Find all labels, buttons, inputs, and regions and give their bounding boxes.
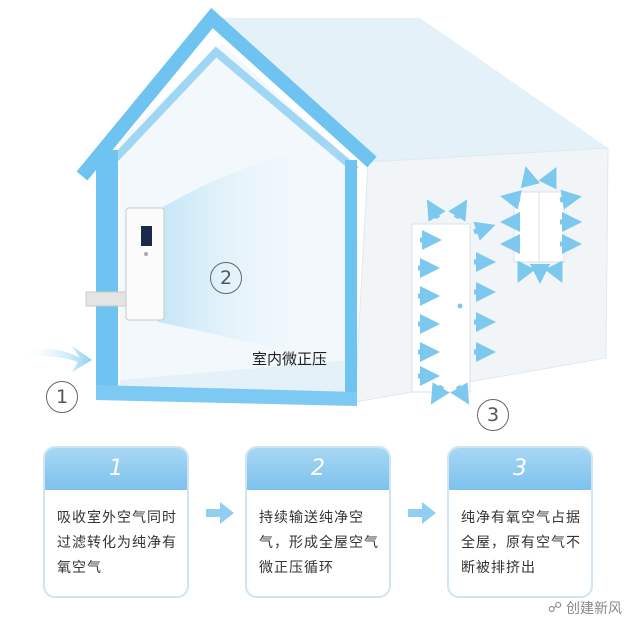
step-arrow-icon bbox=[206, 502, 234, 524]
left-wall bbox=[96, 150, 118, 400]
step-card-2: 2 持续输送纯净空气，形成全屋空气微正压循环 bbox=[245, 446, 391, 598]
airflow-cone bbox=[158, 145, 345, 360]
indoor-pressure-label: 室内微正压 bbox=[252, 350, 328, 368]
circle-label-2: 2 bbox=[210, 262, 242, 294]
step-text: 持续输送纯净空气，形成全屋空气微正压循环 bbox=[259, 510, 379, 576]
gable-frame bbox=[76, 7, 377, 181]
gable-inner bbox=[109, 46, 359, 174]
step-number: 1 bbox=[45, 448, 187, 490]
front-right-wall bbox=[345, 160, 357, 405]
step-text: 纯净有氧空气占据全屋，原有空气不断被排挤出 bbox=[461, 510, 581, 576]
right-wall bbox=[354, 147, 609, 403]
purifier-display bbox=[141, 226, 152, 246]
purifier-duct bbox=[85, 291, 131, 307]
circle-label-3: 3 bbox=[477, 399, 509, 431]
circle-label-1: 1 bbox=[46, 381, 78, 413]
purifier-button bbox=[144, 252, 148, 256]
brand-name: 创建新风 bbox=[566, 601, 622, 617]
exhaust-arrows bbox=[418, 166, 582, 405]
purifier-unit bbox=[125, 207, 165, 321]
brand-watermark: ☍ 创建新风 bbox=[548, 598, 622, 618]
step-number: 3 bbox=[449, 448, 591, 490]
house-base bbox=[96, 385, 357, 406]
door-knob bbox=[457, 303, 463, 309]
step-card-1: 1 吸收室外空气同时过滤转化为纯净有氧空气 bbox=[43, 446, 189, 598]
inlet-arrow bbox=[22, 346, 92, 372]
wechat-icon: ☍ bbox=[547, 600, 562, 616]
step-card-3: 3 纯净有氧空气占据全屋，原有空气不断被排挤出 bbox=[447, 446, 593, 598]
house-diagram bbox=[22, 7, 609, 406]
step-number: 2 bbox=[247, 448, 389, 490]
step-arrow-icon bbox=[408, 502, 436, 524]
roof-top bbox=[210, 18, 608, 162]
step-text: 吸收室外空气同时过滤转化为纯净有氧空气 bbox=[57, 510, 177, 576]
